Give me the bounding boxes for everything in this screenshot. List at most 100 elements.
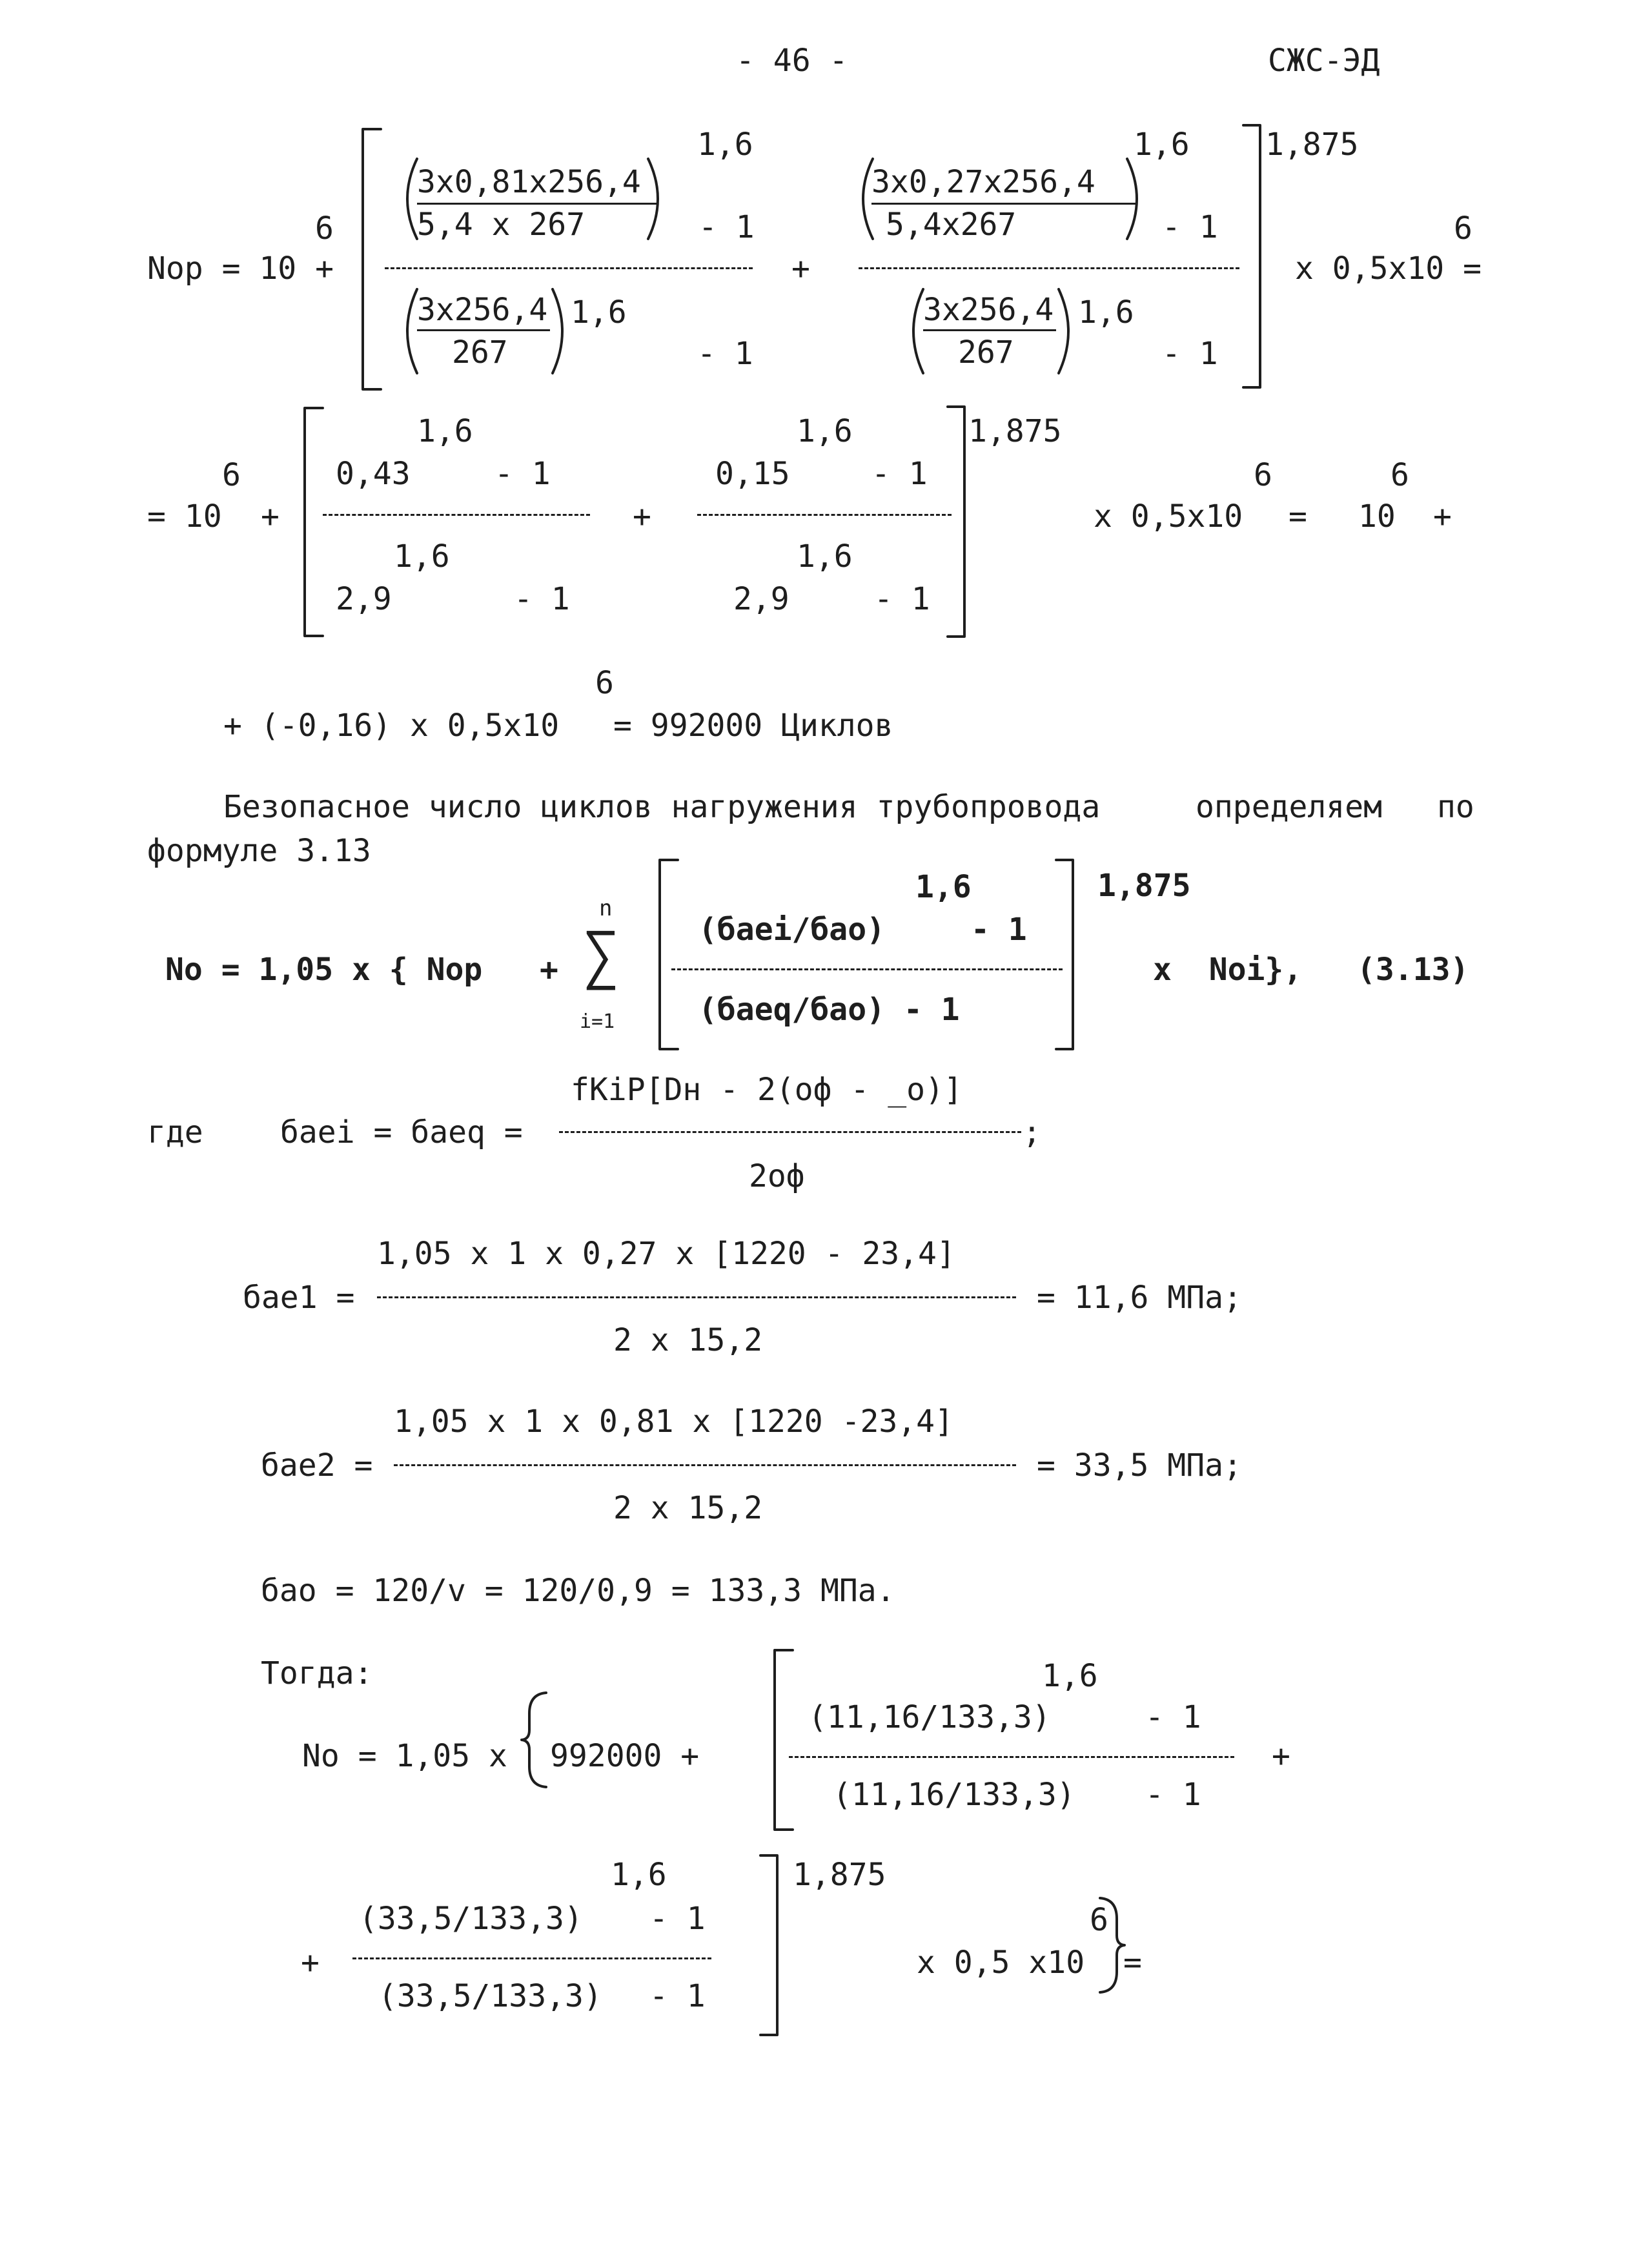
f313-sum-lower-limit: i=1: [580, 1010, 615, 1033]
eq1-ten-exponent: 6: [315, 210, 334, 247]
eq1-t1-den-top: 3x256,4: [417, 292, 548, 328]
eq1-t1-num-right-paren: [647, 158, 659, 240]
bae2-denominator: 2 x 15,2: [613, 1490, 763, 1526]
eq1-t1-den-minus-one: - 1: [697, 336, 753, 372]
eq1-t1-num-exponent: 1,6: [697, 127, 753, 163]
eq2-n2-minus-one: - 1: [871, 456, 928, 492]
eq1-t2-num-bottom: 5,4x267: [886, 207, 1017, 243]
final-f1-numerator: (11,16/133,3): [808, 1699, 1051, 1735]
eq1-t1-num-fraction-line: [417, 203, 658, 205]
eq1-multiplier-exponent: 6: [1454, 210, 1472, 247]
eq1-t2-num-fraction-line: [871, 203, 1136, 205]
bae1-lhs: бае1 =: [243, 1280, 355, 1316]
f313-tail: x Noi},: [1153, 952, 1303, 988]
bae2-lhs: бае2 =: [261, 1447, 373, 1484]
eq2-equals: =: [1288, 498, 1307, 535]
eq2-plus-end: +: [1433, 498, 1452, 535]
eq1-outer-exponent: 1,875: [1265, 127, 1359, 163]
final-plus-before: +: [301, 1945, 320, 1981]
final-togda: Тогда:: [261, 1655, 373, 1691]
final-f2-exponent: 1,6: [611, 1857, 667, 1893]
final-f1-exponent: 1,6: [1042, 1658, 1098, 1694]
f313-plus: +: [540, 952, 558, 988]
paragraph-line-1c: по: [1437, 789, 1474, 825]
eq1-left-bracket: [362, 128, 382, 391]
eq2-n1-minus-one: - 1: [494, 456, 551, 492]
eq1-t1-main-fraction-line: [385, 267, 753, 269]
eq1-multiplier: x 0,5x10 =: [1295, 250, 1482, 287]
final-f1-left-bracket: [773, 1649, 794, 1831]
f313-left-bracket: [658, 859, 679, 1050]
where-fraction-line: [559, 1131, 1021, 1133]
eq2-ten-exponent: 6: [222, 457, 241, 493]
where-numerator: fKiP[Dн - 2(оф - _о)]: [571, 1072, 962, 1108]
f313-lhs: No = 1,05 x { Nop: [165, 952, 483, 988]
eq2-ten: 10: [1358, 498, 1396, 535]
equation-bao: бао = 120/v = 120/0,9 = 133,3 МПа.: [261, 1573, 895, 1609]
eq2-t2-fraction-line: [697, 514, 952, 516]
f313-outer-exponent: 1,875: [1097, 868, 1191, 904]
eq3-expression: + (-0,16) x 0,5x10: [223, 708, 560, 744]
eq2-n1-exponent: 1,6: [417, 413, 473, 449]
eq1-t2-den-right-paren: [1057, 288, 1070, 374]
where-word: где: [147, 1114, 203, 1150]
page-number: - 46 -: [736, 43, 848, 79]
final-f2-fraction-line: [352, 1957, 711, 1959]
final-f2-num-minus-one: - 1: [649, 1901, 706, 1937]
f313-equation-label: (3.13): [1357, 952, 1469, 988]
eq2-t1-fraction-line: [323, 514, 590, 516]
bae2-rhs: = 33,5 МПа;: [1037, 1447, 1242, 1484]
eq1-t2-den-exponent: 1,6: [1078, 294, 1134, 331]
eq1-t2-num-left-paren: [862, 158, 874, 240]
eq1-t1-num-left-paren: [406, 158, 418, 240]
f313-numerator: (баеi/бао): [698, 912, 885, 948]
eq2-n1-value: 0,43: [336, 456, 411, 492]
final-f2-right-bracket: [759, 1854, 779, 2036]
eq1-t2-num-right-paren: [1126, 158, 1138, 240]
final-multiplier: x 0,5 x10: [917, 1945, 1085, 1981]
eq3-exponent: 6: [595, 665, 614, 701]
eq2-ten-exponent-2: 6: [1390, 457, 1409, 493]
final-multiplier-exponent: 6: [1090, 1902, 1108, 1938]
eq2-left-bracket: [303, 407, 324, 637]
f313-sum-upper-limit: n: [599, 895, 613, 921]
paragraph-line-1b: определяем: [1196, 789, 1382, 825]
f313-denominator: (баеq/бао) - 1: [698, 992, 960, 1028]
eq2-lhs: = 10: [147, 498, 222, 535]
final-lhs: No = 1,05 x: [302, 1738, 507, 1774]
final-left-brace: [520, 1691, 547, 1788]
bae2-numerator: 1,05 x 1 x 0,81 x [1220 -23,4]: [394, 1404, 953, 1440]
eq1-t2-den-fraction-line: [923, 329, 1056, 331]
eq3-result: = 992000 Циклов: [613, 708, 893, 744]
eq1-t1-den-fraction-line: [417, 329, 550, 331]
bae1-denominator: 2 x 15,2: [613, 1322, 763, 1358]
eq2-d1-value: 2,9: [336, 581, 392, 617]
where-denominator: 2оф: [749, 1158, 805, 1194]
final-plus-after: +: [1272, 1738, 1290, 1774]
eq2-plus: +: [261, 498, 280, 535]
eq1-t2-main-fraction-line: [859, 267, 1239, 269]
f313-num-exponent: 1,6: [915, 869, 972, 905]
final-f2-denominator: (33,5/133,3): [378, 1978, 602, 2014]
eq1-t2-num-top: 3x0,27x256,4: [871, 164, 1095, 200]
eq2-n2-exponent: 1,6: [797, 413, 853, 449]
eq1-t1-den-right-paren: [551, 288, 564, 374]
eq2-n2-value: 0,15: [715, 456, 790, 492]
eq1-t1-den-left-paren: [406, 288, 418, 374]
paragraph-line-1a: Безопасное число циклов нагружения трубо…: [223, 789, 1101, 825]
eq1-t2-num-exponent: 1,6: [1134, 127, 1190, 163]
eq1-t1-num-minus-one: - 1: [698, 209, 755, 245]
paragraph-line-2: формуле 3.13: [147, 833, 371, 869]
eq2-d2-exponent: 1,6: [797, 538, 853, 575]
eq1-t1-den-exponent: 1,6: [571, 294, 627, 331]
f313-fraction-line: [671, 968, 1063, 970]
eq2-plus-middle: +: [633, 498, 651, 535]
eq2-outer-exponent: 1,875: [968, 413, 1062, 449]
bae1-fraction-line: [377, 1296, 1016, 1298]
final-equals: =: [1123, 1945, 1142, 1981]
final-f1-den-minus-one: - 1: [1145, 1777, 1201, 1813]
eq1-t1-num-top: 3x0,81x256,4: [417, 164, 641, 200]
f313-num-minus-one: - 1: [971, 912, 1027, 948]
final-right-brace: [1099, 1897, 1126, 1994]
